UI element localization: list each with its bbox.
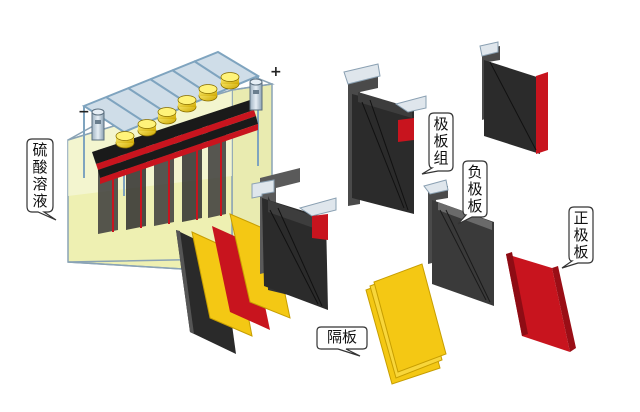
separator-stack	[365, 263, 447, 385]
callout-negative-plate-text: 负 极 板	[467, 163, 483, 215]
positive-plate-stack	[506, 252, 576, 352]
positive-sign: +	[270, 64, 282, 80]
callout-plate-group-text: 极 板 组	[433, 115, 449, 167]
callout-separator: 隔板	[316, 326, 368, 357]
callout-separator-text: 隔板	[326, 328, 357, 346]
callout-negative-plate: 负 极 板	[457, 160, 488, 225]
callout-positive-plate-text: 正 极 板	[573, 209, 589, 261]
positive-terminal	[249, 78, 263, 111]
cell-caps	[115, 72, 240, 149]
callout-electrolyte: 硫 酸 溶 液	[26, 138, 57, 221]
negative-terminal	[91, 108, 105, 141]
top-right-plate-stack	[479, 41, 548, 154]
plate-group-assembly	[343, 63, 427, 214]
connector-straps	[92, 100, 258, 184]
callout-electrolyte-text: 硫 酸 溶 液	[32, 141, 48, 210]
callout-plate-group: 极 板 组	[421, 112, 454, 175]
exploded-plate-group	[251, 168, 337, 310]
negative-sign: −	[78, 104, 90, 120]
callout-positive-plate: 正 极 板	[561, 206, 594, 269]
